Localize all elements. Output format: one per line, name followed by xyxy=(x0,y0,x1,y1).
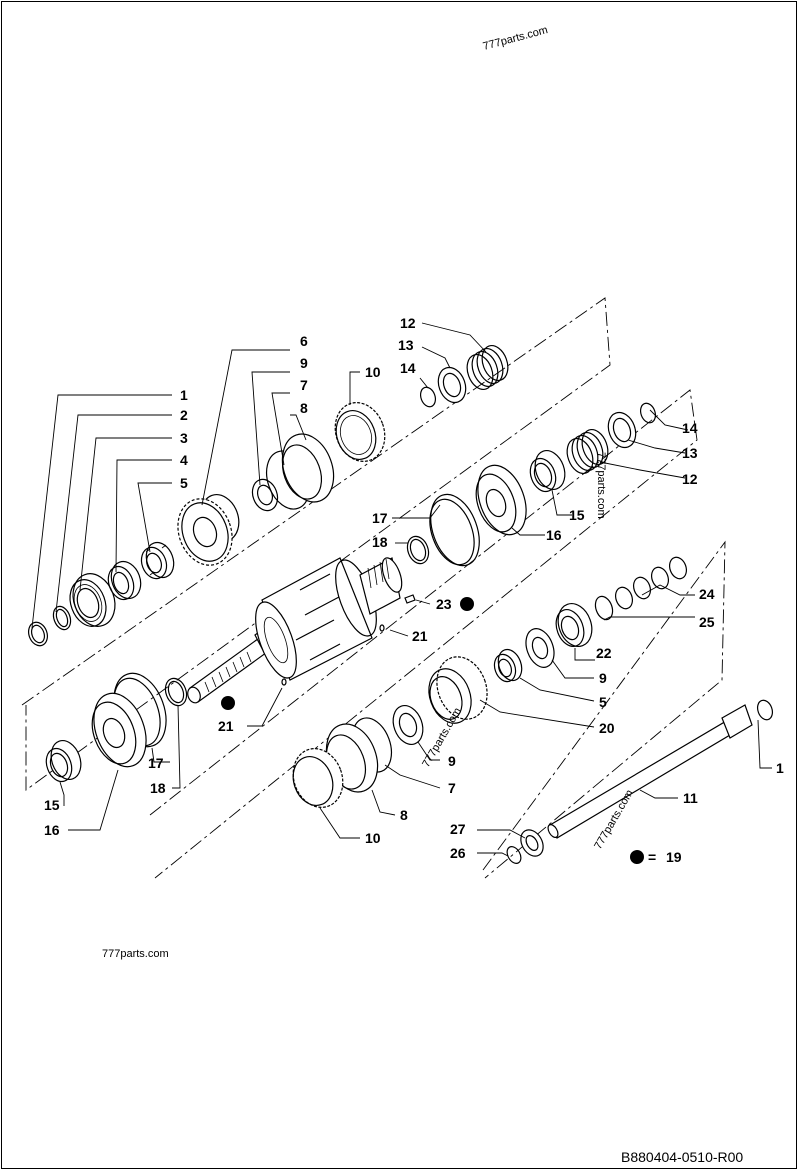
callout-11: 11 xyxy=(683,790,698,806)
part-gear-6 xyxy=(177,494,240,566)
callout-7-lower: 7 xyxy=(448,780,456,796)
callout-4: 4 xyxy=(180,452,188,468)
part-piston-16b xyxy=(91,692,147,768)
watermark-rotated-a: 777parts.com xyxy=(595,452,607,519)
legend-equals: = xyxy=(648,849,656,865)
part-snap-ring-14b xyxy=(639,402,657,424)
part-snap-ring-25 xyxy=(594,595,614,621)
callout-5-right: 5 xyxy=(599,694,607,710)
part-snap-ring-2 xyxy=(52,605,72,631)
callout-13-right: 13 xyxy=(682,445,698,461)
part-sleeve-15a xyxy=(529,450,566,493)
callout-8: 8 xyxy=(300,400,308,416)
part-bearing-27 xyxy=(520,829,544,857)
callout-5: 5 xyxy=(180,475,188,491)
part-snap-ring-1 xyxy=(27,621,49,647)
bullet-marker-19b xyxy=(460,597,474,611)
callout-22: 22 xyxy=(596,645,612,661)
part-needle-bearing-5b xyxy=(493,648,523,683)
legend: = 19 xyxy=(630,849,682,865)
footer-site: 777parts.com xyxy=(102,948,169,960)
callout-12: 12 xyxy=(400,315,416,331)
callout-17: 17 xyxy=(372,510,388,526)
part-snap-ring-26 xyxy=(506,846,522,864)
part-sleeve-15b xyxy=(45,740,82,783)
callout-13: 13 xyxy=(398,337,414,353)
callout-12-right: 12 xyxy=(682,471,698,487)
legend-number: 19 xyxy=(666,849,682,865)
callout-8-lower: 8 xyxy=(400,807,408,823)
callout-9-lower: 9 xyxy=(448,753,456,769)
part-washer-9b xyxy=(525,628,555,668)
part-clutch-disc-10b xyxy=(292,748,344,808)
callout-23: 23 xyxy=(436,596,452,612)
assembly-boundary-lines xyxy=(21,297,726,879)
callout-21-lower: 21 xyxy=(218,718,234,734)
callout-16: 16 xyxy=(546,527,562,543)
callout-labels: 1 2 3 4 5 6 9 7 8 10 12 13 14 14 13 12 1… xyxy=(44,315,784,861)
part-washer-13b xyxy=(607,411,637,449)
part-plug-23 xyxy=(404,594,416,604)
callout-18: 18 xyxy=(372,534,388,550)
callout-10-lower: 10 xyxy=(365,830,381,846)
callout-21: 21 xyxy=(412,628,428,644)
callout-14-right: 14 xyxy=(682,420,698,436)
legend-bullet-icon xyxy=(630,850,644,864)
callout-9: 9 xyxy=(300,355,308,371)
part-snap-ring-1b xyxy=(756,699,774,721)
callout-20: 20 xyxy=(599,720,615,736)
part-pin-21a xyxy=(379,624,385,632)
part-oring-18a xyxy=(406,535,430,565)
callout-9-right: 9 xyxy=(599,670,607,686)
part-washer-13a xyxy=(437,366,467,404)
part-snap-ring-14a xyxy=(419,386,437,408)
bullet-marker-19a xyxy=(221,696,235,710)
part-clutch-disc-10 xyxy=(334,402,386,462)
part-shaft-drum xyxy=(187,557,403,704)
part-shaft-11 xyxy=(547,704,753,839)
callout-1: 1 xyxy=(180,387,188,403)
callout-2: 2 xyxy=(180,407,188,423)
part-spacer-4 xyxy=(107,560,142,601)
watermark-top: 777parts.com xyxy=(482,24,549,53)
callout-15: 15 xyxy=(569,507,585,523)
callout-15-lower: 15 xyxy=(44,797,60,813)
callout-3: 3 xyxy=(180,430,188,446)
callout-10: 10 xyxy=(365,364,381,380)
drawing-code: B880404-0510-R00 xyxy=(621,1149,743,1165)
callout-17-lower: 17 xyxy=(148,755,164,771)
callout-16-lower: 16 xyxy=(44,822,60,838)
part-needle-bearing-5 xyxy=(140,541,175,580)
part-washer-9 xyxy=(251,478,279,512)
part-oring-17a xyxy=(429,493,480,567)
callout-25: 25 xyxy=(699,614,715,630)
leader-lines xyxy=(31,322,772,857)
callout-24: 24 xyxy=(699,586,715,602)
callout-27: 27 xyxy=(450,821,466,837)
part-bearing-22 xyxy=(555,603,593,647)
callout-7: 7 xyxy=(300,377,308,393)
watermark-rotated-b: 777parts.com xyxy=(420,706,464,770)
part-pin-21b xyxy=(281,678,287,686)
part-spring-12b xyxy=(566,428,609,475)
part-gear-20 xyxy=(428,656,488,724)
part-bearing-3 xyxy=(69,573,116,627)
callout-6: 6 xyxy=(300,333,308,349)
part-snap-ring-24 xyxy=(614,556,688,610)
part-oring-18b xyxy=(164,677,188,707)
part-plate-8 xyxy=(281,433,335,503)
part-washer-9c xyxy=(392,705,424,745)
callout-26: 26 xyxy=(450,845,466,861)
part-piston-16a xyxy=(475,464,527,536)
callout-18-lower: 18 xyxy=(150,780,166,796)
callout-14: 14 xyxy=(400,360,416,376)
part-spring-12a xyxy=(466,344,509,391)
callout-1-right: 1 xyxy=(776,760,784,776)
